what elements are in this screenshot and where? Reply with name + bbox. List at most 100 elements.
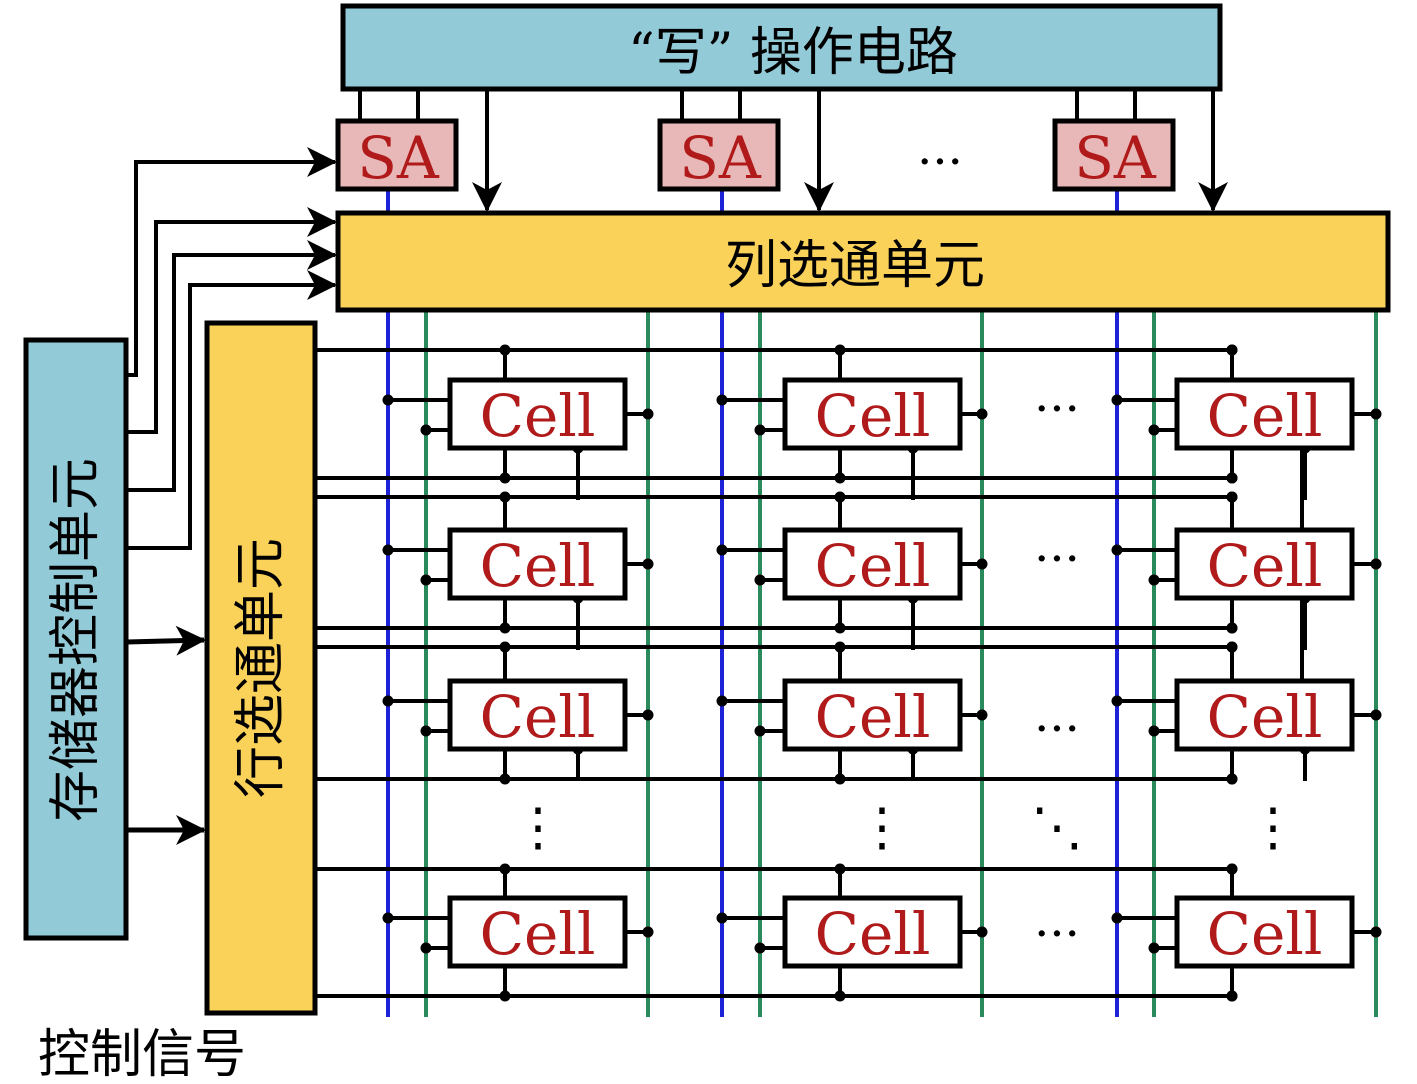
junction-dot	[420, 725, 432, 737]
word-line-end-dot	[1226, 622, 1238, 634]
cell-label: Cell	[815, 532, 931, 600]
word-line-end-dot	[1226, 472, 1238, 484]
memory-cell: Cell	[782, 377, 963, 451]
cell-label: Cell	[480, 683, 596, 751]
column-select-label: 列选通单元	[725, 236, 985, 296]
junction-dot	[420, 942, 432, 954]
cell-box	[1174, 895, 1355, 969]
cell-box	[1174, 678, 1355, 752]
junction-dot	[976, 926, 988, 938]
junction-dot	[420, 424, 432, 436]
cell-label: Cell	[1207, 900, 1323, 968]
junction-dot	[1370, 709, 1382, 721]
junction-dot	[976, 558, 988, 570]
junction-dot	[499, 863, 511, 875]
junction-dot	[716, 394, 728, 406]
junction-dot	[834, 863, 846, 875]
memory-control-label: 存储器控制单元	[46, 458, 106, 822]
control-arrow	[126, 270, 337, 550]
junction-dot	[834, 344, 846, 356]
column-select-block: 列选通单元	[335, 210, 1391, 313]
memory-cell: Cell	[782, 678, 963, 752]
junction-dot	[754, 574, 766, 586]
cell-box	[1174, 527, 1355, 601]
junction-dot	[499, 472, 511, 484]
junction-dot	[1111, 544, 1123, 556]
cell-label: Cell	[480, 382, 596, 450]
memory-cell: Cell	[1174, 895, 1355, 969]
junction-dot	[1370, 926, 1382, 938]
cell-label: Cell	[480, 900, 596, 968]
memory-cell: Cell	[1174, 527, 1355, 601]
cell-box	[782, 527, 963, 601]
junction-dot	[716, 695, 728, 707]
diagonal-ellipsis: ⋱	[1031, 798, 1083, 858]
sa-box	[335, 118, 459, 192]
junction-dot	[834, 773, 846, 785]
junction-dot	[976, 709, 988, 721]
horizontal-ellipsis: ···	[1034, 531, 1080, 587]
sa-label: SA	[1074, 124, 1157, 192]
junction-dot	[382, 544, 394, 556]
junction-dot	[499, 344, 511, 356]
horizontal-ellipsis: ···	[1034, 381, 1080, 437]
sense-amplifier: SA	[1052, 118, 1176, 192]
vertical-ellipsis: ⋮	[512, 798, 564, 858]
vertical-ellipsis: ⋮	[1247, 798, 1299, 858]
cell-label: Cell	[815, 683, 931, 751]
junction-dot	[1148, 574, 1160, 586]
junction-dot	[1148, 725, 1160, 737]
junction-dot	[834, 622, 846, 634]
control-arrow	[126, 207, 337, 434]
cell-box	[782, 377, 963, 451]
horizontal-ellipsis: ···	[917, 134, 963, 190]
cell-label: Cell	[1207, 683, 1323, 751]
ellipsis-group: ···············⋮⋮⋮⋱	[512, 134, 1299, 962]
junction-dot	[976, 408, 988, 420]
junction-dot	[716, 544, 728, 556]
sense-amplifier-group: SA SA SA	[335, 118, 1176, 192]
word-line-end-dot	[1226, 491, 1238, 503]
memory-cell: Cell	[447, 895, 628, 969]
vertical-ellipsis: ⋮	[856, 798, 908, 858]
junction-dot	[754, 424, 766, 436]
cell-label: Cell	[815, 900, 931, 968]
memory-cell: Cell	[1174, 377, 1355, 451]
sense-amplifier: SA	[335, 118, 459, 192]
control-arrow	[126, 147, 337, 377]
cell-box	[447, 678, 628, 752]
junction-dot	[499, 491, 511, 503]
cell-box	[447, 895, 628, 969]
row-control-arrow	[125, 625, 206, 656]
junction-dot	[382, 912, 394, 924]
memory-cell: Cell	[782, 895, 963, 969]
memory-cell: Cell	[447, 377, 628, 451]
cell-label: Cell	[815, 382, 931, 450]
cell-box	[1174, 377, 1355, 451]
junction-dot	[382, 695, 394, 707]
word-line-end-dot	[1226, 641, 1238, 653]
cell-box	[782, 895, 963, 969]
control-signal-label: 控制信号	[38, 1025, 246, 1084]
junction-dot	[382, 394, 394, 406]
word-line-end-dot	[1226, 773, 1238, 785]
memory-cell: Cell	[782, 527, 963, 601]
cell-box	[447, 377, 628, 451]
junction-dot	[499, 641, 511, 653]
memory-cell: Cell	[447, 527, 628, 601]
sa-box	[1052, 118, 1176, 192]
junction-dot	[642, 926, 654, 938]
memory-cell: Cell	[1174, 678, 1355, 752]
write-circuit-label: “写” 操作电路	[628, 23, 958, 83]
junction-dot	[1370, 408, 1382, 420]
cell-label: Cell	[1207, 382, 1323, 450]
row-select-label: 行选通单元	[231, 538, 291, 798]
junction-dot	[642, 558, 654, 570]
sa-label: SA	[679, 124, 762, 192]
memory-cell: Cell	[447, 678, 628, 752]
sense-amplifier: SA	[657, 118, 781, 192]
cell-label: Cell	[480, 532, 596, 600]
junction-dot	[834, 990, 846, 1002]
